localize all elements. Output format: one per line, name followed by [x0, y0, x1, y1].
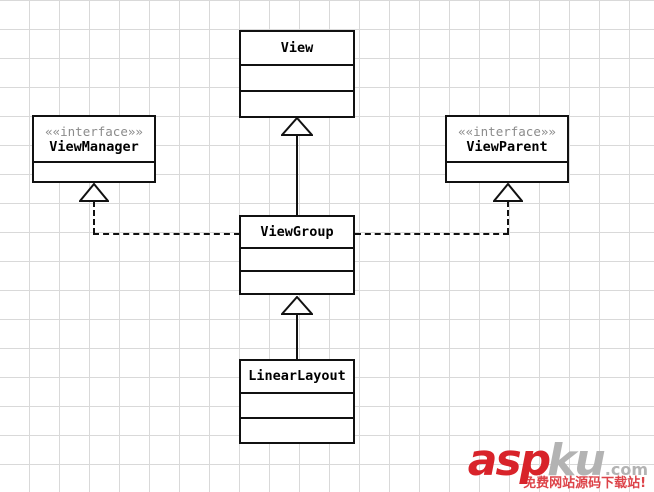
class-name-view: View [280, 39, 314, 56]
generalization-arrowhead-viewgroup [281, 296, 313, 315]
class-box-viewparent-members [447, 161, 567, 181]
class-box-viewgroup-header: ViewGroup [241, 217, 353, 247]
watermark-brand-red: asp [467, 435, 551, 486]
class-box-viewgroup[interactable]: ViewGroup [239, 215, 355, 295]
class-name-viewmanager: ViewManager [49, 138, 139, 155]
stereotype-label-viewparent: ««interface»» [458, 123, 556, 139]
class-box-viewparent[interactable]: ««interface»» ViewParent [445, 115, 569, 183]
generalization-line-viewgroup-to-view [296, 134, 298, 215]
class-box-viewmanager[interactable]: ««interface»» ViewManager [32, 115, 156, 183]
class-box-viewgroup-operations [241, 270, 353, 293]
class-box-linearlayout-header: LinearLayout [241, 361, 353, 392]
class-box-viewmanager-members [34, 161, 154, 181]
class-name-linearlayout: LinearLayout [248, 368, 346, 384]
class-box-linearlayout[interactable]: LinearLayout [239, 359, 355, 444]
class-box-linearlayout-operations [241, 417, 353, 442]
class-box-view-operations [241, 90, 353, 116]
class-box-viewmanager-header: ««interface»» ViewManager [34, 117, 154, 161]
watermark-brand: asp ku .com [468, 439, 648, 483]
watermark-logo: asp ku .com 免费网站源码下载站! [468, 439, 648, 491]
stereotype-label-viewmanager: ««interface»» [45, 123, 143, 139]
realization-arrowhead-viewparent [493, 183, 523, 202]
watermark-brand-gray: ku [547, 435, 606, 486]
class-name-viewparent: ViewParent [466, 138, 548, 155]
class-box-viewgroup-attributes [241, 247, 353, 270]
class-box-view[interactable]: View [239, 30, 355, 118]
class-name-viewgroup: ViewGroup [260, 223, 334, 240]
class-box-linearlayout-attributes [241, 392, 353, 417]
realization-line-viewgroup-to-viewmanager-horizontal [93, 233, 240, 235]
realization-line-viewgroup-to-viewparent-vertical [507, 201, 509, 234]
class-box-view-attributes [241, 64, 353, 90]
generalization-arrowhead-view [281, 117, 313, 136]
realization-line-viewgroup-to-viewparent-horizontal [355, 233, 509, 235]
watermark-tagline: 免费网站源码下载站! [523, 476, 646, 491]
class-box-viewparent-header: ««interface»» ViewParent [447, 117, 567, 161]
realization-line-viewgroup-to-viewmanager-vertical [93, 201, 95, 234]
realization-arrowhead-viewmanager [79, 183, 109, 202]
class-box-view-header: View [241, 32, 353, 64]
generalization-line-linearlayout-to-viewgroup [296, 313, 298, 359]
watermark-tld: .com [604, 460, 648, 479]
